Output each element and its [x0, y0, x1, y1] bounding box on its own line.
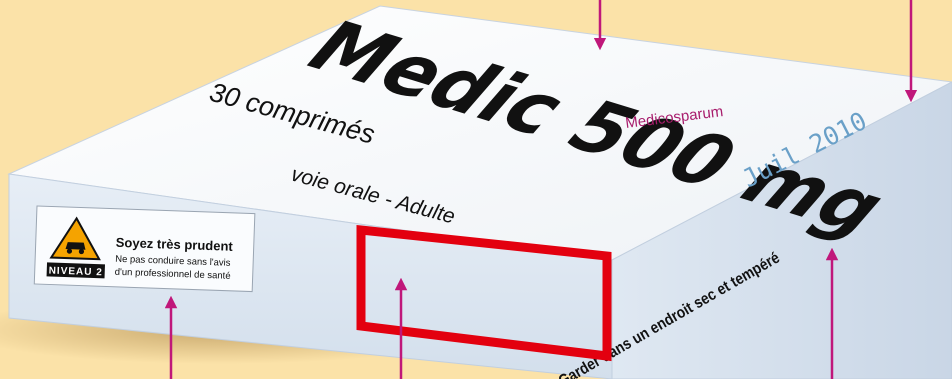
warning-line-1: Ne pas conduire sans l'avis — [115, 254, 231, 269]
warning-level: NIVEAU 2 — [48, 265, 102, 278]
arrows — [164, 0, 918, 379]
driving-warning-sticker: NIVEAU 2 Soyez très prudent Ne pas condu… — [33, 205, 256, 293]
warning-line-2: d'un professionnel de santé — [115, 267, 231, 282]
box-side-face — [611, 81, 952, 379]
warning-title: Soyez très prudent — [116, 235, 234, 254]
empty-label-frame — [356, 224, 612, 362]
car-warning-triangle-icon — [46, 216, 106, 279]
